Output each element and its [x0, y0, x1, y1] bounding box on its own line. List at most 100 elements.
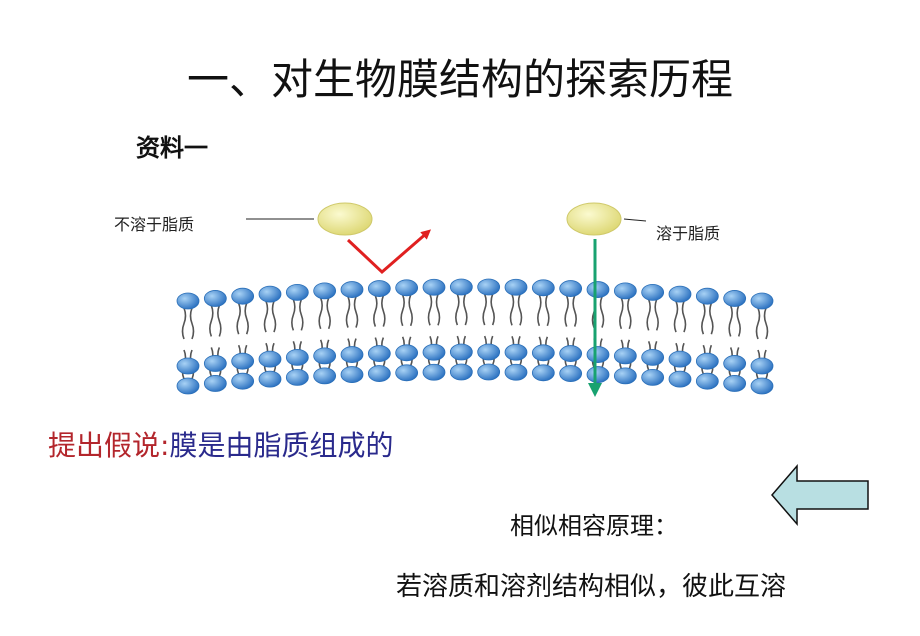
lipid-tail [236, 302, 241, 335]
phospholipid-head [258, 285, 282, 303]
soluble-particle [566, 202, 622, 236]
lipid-tail [490, 293, 495, 326]
lipid-tail [326, 297, 331, 330]
lipid-tail [400, 294, 405, 327]
phospholipid-head [641, 368, 665, 386]
phospholipid-head [531, 364, 555, 382]
lipid-tail [345, 296, 351, 328]
phospholipid-head [750, 292, 774, 310]
phospholipid-head [203, 375, 227, 392]
phospholipid-head [422, 278, 446, 296]
phospholipid-head [695, 352, 719, 370]
phospholipid-head [613, 367, 637, 385]
phospholipid-head [422, 363, 446, 381]
lipid-tail [654, 299, 659, 331]
lipid-tail [572, 295, 577, 327]
lipid-tail [728, 305, 733, 337]
phospholipid-head [559, 365, 583, 382]
back-arrow-icon[interactable] [771, 463, 869, 527]
phospholipid-head [395, 344, 419, 362]
phospholipid-head [531, 344, 555, 362]
lipid-tail [673, 300, 679, 333]
lipid-tail [181, 307, 187, 340]
phospholipid-head [668, 370, 692, 388]
phospholipid-head [367, 365, 391, 382]
phospholipid-head [477, 278, 501, 296]
phospholipid-head [750, 357, 774, 375]
reflect-arrow [346, 229, 432, 275]
phospholipid-head [586, 366, 610, 383]
phospholipid-head [641, 348, 665, 366]
phospholipid-head [285, 283, 309, 301]
phospholipid-head [668, 350, 692, 368]
lipid-tail [482, 293, 487, 326]
lipid-tail [755, 307, 761, 340]
leader-line-soluble [623, 218, 647, 222]
lipid-tail [353, 296, 359, 328]
principle-title: 相似相容原理： [510, 512, 678, 540]
phospholipid-head [750, 377, 774, 395]
phospholipid-head [723, 375, 747, 392]
phospholipid-head [395, 364, 419, 382]
phospholipid-head [285, 348, 309, 366]
phospholipid-head [695, 287, 719, 305]
phospholipid-head [477, 363, 501, 381]
phospholipid-head [313, 282, 337, 300]
phospholipid-head [367, 280, 391, 297]
phospholipid-head [586, 346, 610, 363]
lipid-bilayer [176, 278, 774, 395]
lipid-tail [763, 307, 769, 340]
lipid-tail [435, 293, 441, 326]
lipid-tail [318, 297, 323, 330]
lipid-tail [619, 297, 624, 330]
lipid-tail [209, 305, 214, 337]
lipid-tail [736, 305, 741, 337]
lipid-tail [463, 293, 468, 326]
phospholipid-head [586, 281, 610, 298]
phospholipid-head [367, 345, 391, 362]
phospholipid-head [340, 346, 364, 363]
phospholipid-head [258, 370, 282, 388]
phospholipid-head [313, 347, 337, 365]
phospholipid-head [231, 372, 255, 390]
lipid-tail [381, 295, 386, 327]
phospholipid-head [176, 377, 200, 395]
phospholipid-head [285, 368, 309, 386]
phospholipid-head [340, 281, 364, 298]
phospholipid-head [176, 292, 200, 310]
hypothesis: 提出假说:膜是由脂质组成的 [48, 424, 393, 464]
lipid-tail [373, 295, 378, 327]
phospholipid-head [231, 352, 255, 370]
phospholipid-head [231, 287, 255, 305]
phospholipid-head [313, 367, 337, 385]
lipid-tail [299, 299, 304, 331]
lipid-tail [189, 307, 195, 340]
lipid-tail [244, 302, 249, 335]
phospholipid-head [613, 282, 637, 300]
phospholipid-head [559, 280, 583, 297]
phospholipid-head [176, 357, 200, 375]
phospholipid-head [559, 345, 583, 362]
phospholipid-head [477, 343, 501, 361]
lipid-tail [701, 302, 706, 335]
phospholipid-head [641, 283, 665, 301]
phospholipid-head [668, 285, 692, 303]
lipid-tail [517, 293, 523, 326]
lipid-tail [271, 300, 277, 333]
phospholipid-head [504, 343, 528, 361]
hypothesis-body: 膜是由脂质组成的 [169, 429, 394, 462]
phospholipid-head [531, 279, 555, 297]
phospholipid-head [613, 347, 637, 365]
label-insoluble: 不溶于脂质 [114, 215, 195, 234]
label-soluble: 溶于脂质 [656, 224, 721, 243]
lipid-tail [217, 305, 222, 337]
phospholipid-head [449, 278, 473, 296]
lipid-tail [427, 293, 433, 326]
lipid-tail [599, 296, 605, 328]
lipid-tail [408, 294, 413, 327]
phospholipid-head [723, 290, 747, 307]
phospholipid-head [258, 350, 282, 368]
insoluble-particle [317, 202, 373, 236]
lipid-tail [291, 299, 296, 331]
